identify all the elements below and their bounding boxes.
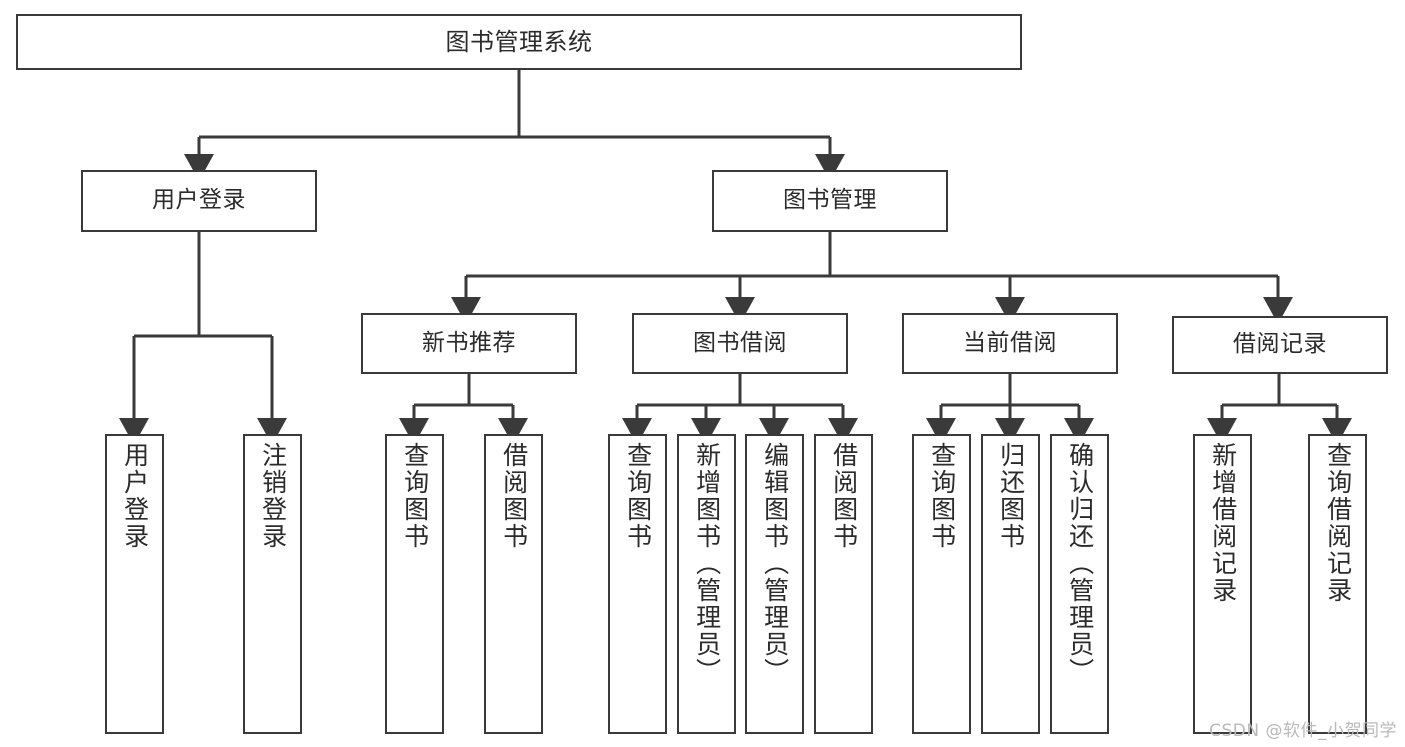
- leaf-user-logout[interactable]: 注销登录: [243, 434, 302, 734]
- node-label: 借阅记录: [1233, 331, 1327, 358]
- node-label: 用户登录: [120, 442, 150, 550]
- node-book-management[interactable]: 图书管理: [712, 170, 948, 232]
- node-label: 注销登录: [258, 442, 288, 550]
- node-label: 图书管理: [783, 187, 877, 214]
- node-label: 确认归还（管理员）: [1065, 442, 1095, 685]
- node-label: 编辑图书（管理员）: [760, 442, 790, 685]
- node-current-borrow[interactable]: 当前借阅: [902, 313, 1118, 374]
- node-label: 新书推荐: [422, 329, 516, 356]
- node-label: 借阅图书: [829, 442, 859, 550]
- leaf-current-return-book[interactable]: 归还图书: [981, 434, 1040, 734]
- node-label: 归还图书: [996, 442, 1026, 550]
- node-user-login[interactable]: 用户登录: [81, 170, 317, 232]
- leaf-recommend-query-book[interactable]: 查询图书: [385, 434, 444, 734]
- leaf-user-login[interactable]: 用户登录: [105, 434, 164, 734]
- watermark: CSDN @软件_小贺同学: [1209, 721, 1397, 741]
- node-label: 图书管理系统: [445, 27, 593, 56]
- leaf-record-query-record[interactable]: 查询借阅记录: [1308, 434, 1367, 734]
- node-label: 查询借阅记录: [1323, 442, 1353, 604]
- node-label: 用户登录: [152, 187, 246, 214]
- node-label: 查询图书: [927, 442, 957, 550]
- leaf-record-add-record[interactable]: 新增借阅记录: [1193, 434, 1252, 734]
- node-root-system[interactable]: 图书管理系统: [16, 14, 1022, 70]
- node-label: 查询图书: [623, 442, 653, 550]
- node-label: 查询图书: [400, 442, 430, 550]
- node-label: 借阅图书: [499, 442, 529, 550]
- node-new-book-recommend[interactable]: 新书推荐: [361, 313, 577, 374]
- node-label: 图书借阅: [693, 329, 787, 356]
- node-book-borrow[interactable]: 图书借阅: [632, 313, 848, 374]
- node-label: 新增借阅记录: [1208, 442, 1238, 604]
- node-borrow-record[interactable]: 借阅记录: [1172, 316, 1388, 374]
- node-label: 当前借阅: [963, 329, 1057, 356]
- node-label: 新增图书（管理员）: [692, 442, 722, 685]
- leaf-borrow-borrow-book[interactable]: 借阅图书: [814, 434, 873, 734]
- leaf-current-query-book[interactable]: 查询图书: [912, 434, 971, 734]
- leaf-current-confirm-return-admin[interactable]: 确认归还（管理员）: [1050, 434, 1109, 734]
- leaf-recommend-borrow-book[interactable]: 借阅图书: [484, 434, 543, 734]
- leaf-borrow-query-book[interactable]: 查询图书: [608, 434, 667, 734]
- leaf-borrow-add-book-admin[interactable]: 新增图书（管理员）: [677, 434, 736, 734]
- leaf-borrow-edit-book-admin[interactable]: 编辑图书（管理员）: [745, 434, 804, 734]
